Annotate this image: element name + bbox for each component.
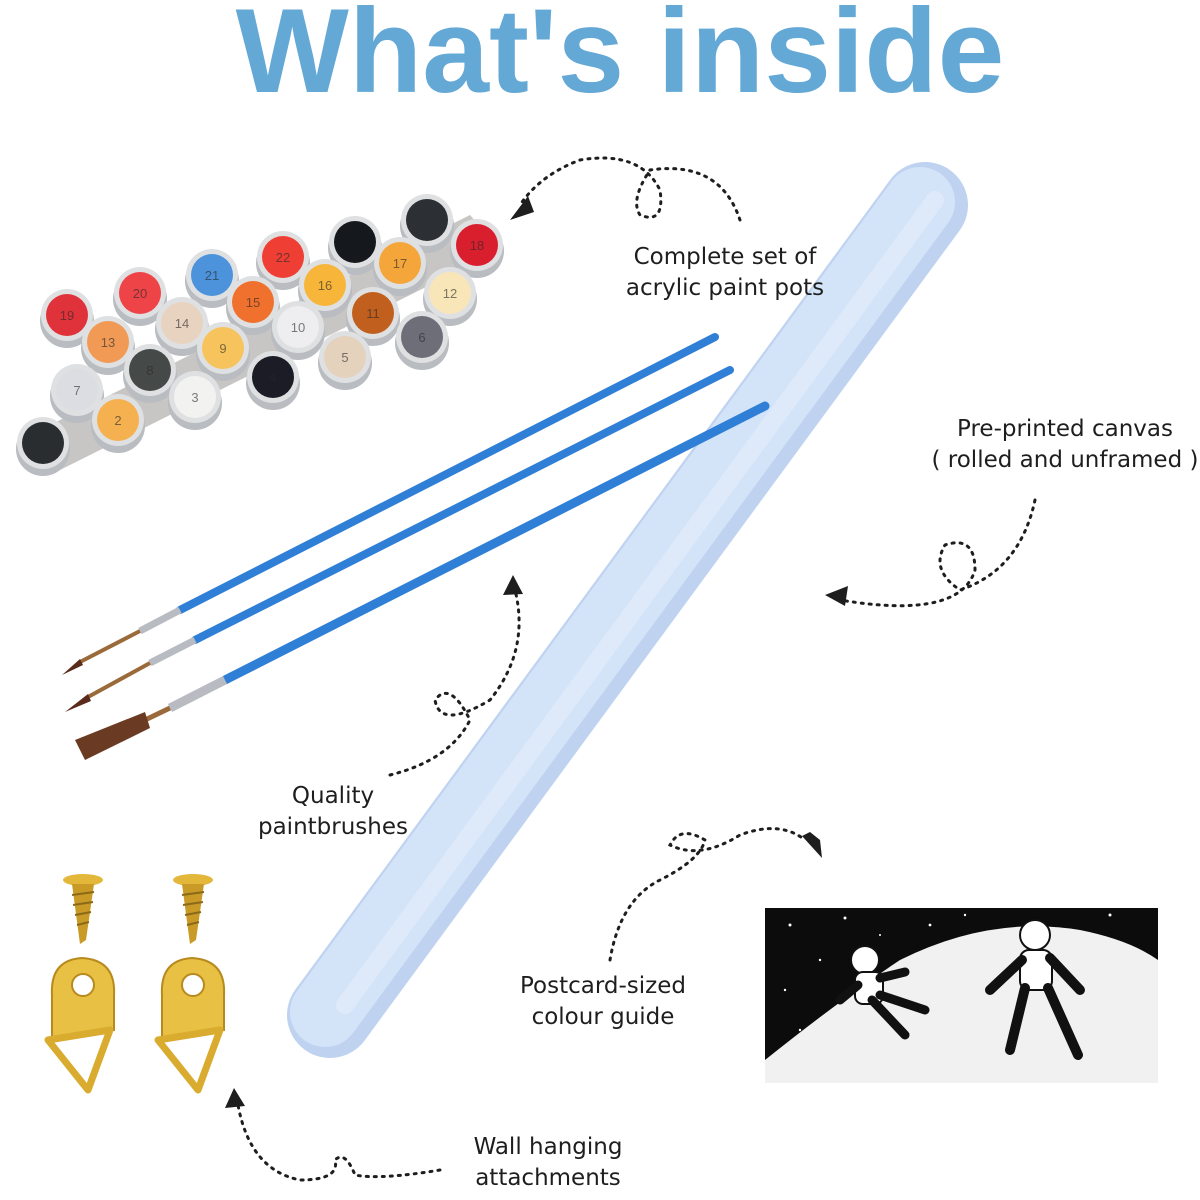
paint-pot: 22 xyxy=(256,231,310,290)
paint-pot: 20 xyxy=(113,267,167,326)
paint-pot: 3 xyxy=(168,371,222,430)
paintbrushes xyxy=(62,333,770,760)
paint-pot: 5 xyxy=(318,331,372,390)
rolled-canvas xyxy=(287,162,968,1058)
label-line: Wall hanging xyxy=(473,1134,623,1160)
arrowhead-icon xyxy=(825,586,848,606)
paint-pot: 17 xyxy=(373,237,427,296)
pot-number: 16 xyxy=(318,278,332,293)
colour-guide-postcard xyxy=(765,908,1158,1083)
pot-number: 12 xyxy=(443,286,457,301)
label-line: colour guide xyxy=(531,1004,675,1030)
paint-pot: 16 xyxy=(298,259,352,318)
pot-number: 10 xyxy=(291,320,305,335)
paint-pot xyxy=(16,417,70,476)
paint-pot: 19 xyxy=(40,289,94,348)
paint-pot xyxy=(400,194,454,253)
paint-pot: 11 xyxy=(346,287,400,346)
paint-pot: 2 xyxy=(91,394,145,453)
pot-number: 17 xyxy=(393,256,407,271)
label-line: attachments xyxy=(475,1165,621,1191)
pot-number: 9 xyxy=(219,341,226,356)
pot-number: 20 xyxy=(133,286,147,301)
paint-pot: 21 xyxy=(185,249,239,308)
paintbrush xyxy=(65,366,734,712)
pot-number: 3 xyxy=(191,390,198,405)
arrowhead-icon xyxy=(225,1088,245,1108)
paint-pot-set: 18 22 17 21 16 20 12 15 11 19 14 10 6 13 9 5 8 4 7 3 2 xyxy=(16,194,504,476)
pot-number: 8 xyxy=(146,363,153,378)
paint-pot: 8 xyxy=(123,344,177,403)
paintbrush xyxy=(62,333,719,675)
label-line: Quality xyxy=(291,783,375,809)
paint-pot: 6 xyxy=(395,311,449,370)
astronaut xyxy=(985,919,1085,1060)
astronaut xyxy=(835,945,930,1040)
label-line: Complete set of xyxy=(633,244,817,270)
pot-number: 18 xyxy=(470,238,484,253)
paint-pot: 18 xyxy=(450,219,504,278)
colour-guide-label: Postcard-sized colour guide xyxy=(483,971,723,1033)
paint-pot: 15 xyxy=(226,276,280,335)
paint-pot: 12 xyxy=(423,267,477,326)
paint-pot: 7 xyxy=(50,364,104,423)
paint-pot xyxy=(328,216,382,275)
pot-number: 22 xyxy=(276,250,290,265)
d-ring-hanger xyxy=(44,956,116,1094)
page-title: What's inside xyxy=(235,0,1005,118)
pot-number: 14 xyxy=(175,316,189,331)
pot-number: 6 xyxy=(418,330,425,345)
arrowhead-icon xyxy=(503,575,523,595)
paint-pot: 14 xyxy=(155,297,209,356)
pot-number: 5 xyxy=(341,350,348,365)
pot-number: 15 xyxy=(246,295,260,310)
label-line: ( rolled and unframed ) xyxy=(931,447,1199,473)
paintbrush xyxy=(75,401,770,760)
label-line: acrylic paint pots xyxy=(625,275,825,301)
label-line: Postcard-sized xyxy=(519,973,686,999)
canvas-label: Pre-printed canvas ( rolled and unframed… xyxy=(915,414,1200,476)
pot-number: 4 xyxy=(269,370,276,385)
label-line: paintbrushes xyxy=(257,814,408,840)
paint-pot: 9 xyxy=(196,322,250,381)
paint-pots-label: Complete set of acrylic paint pots xyxy=(595,242,855,304)
pot-number: 19 xyxy=(60,308,74,323)
paint-pot: 13 xyxy=(81,316,135,375)
pot-number: 21 xyxy=(205,268,219,283)
screw xyxy=(173,874,213,944)
arrowhead-icon xyxy=(802,832,822,858)
paint-pot: 10 xyxy=(271,301,325,360)
d-ring-hanger xyxy=(154,956,226,1094)
wall-hanging-hardware xyxy=(44,874,226,1094)
dotted-arrows xyxy=(225,156,1037,1182)
screw xyxy=(63,874,103,944)
arrowhead-icon xyxy=(510,196,534,220)
label-line: Pre-printed canvas xyxy=(957,416,1173,442)
brushes-label: Quality paintbrushes xyxy=(233,781,433,843)
pot-number: 13 xyxy=(101,335,115,350)
hanging-label: Wall hanging attachments xyxy=(438,1132,658,1194)
pot-number: 2 xyxy=(114,413,121,428)
pot-number: 11 xyxy=(366,306,380,321)
paint-pot: 4 xyxy=(246,351,300,410)
pot-number: 7 xyxy=(73,383,80,398)
